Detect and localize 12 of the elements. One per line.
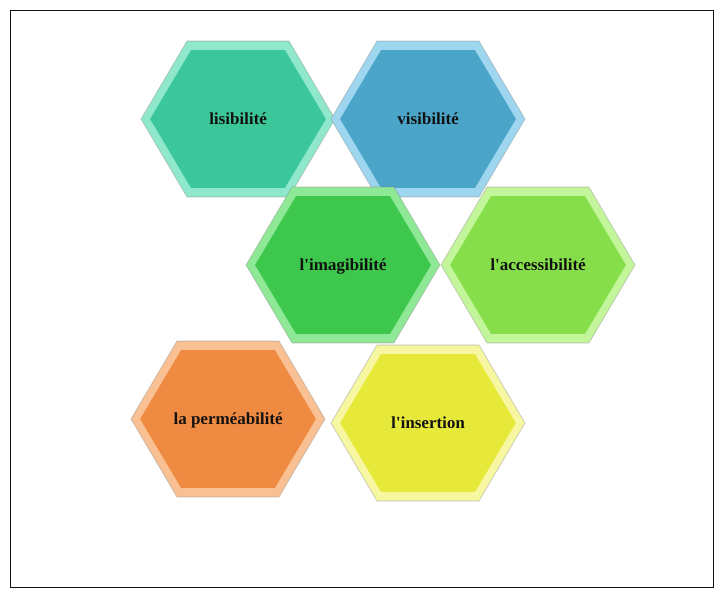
hexagon	[131, 341, 325, 497]
hexagon-label: l'accessibilité	[490, 255, 586, 275]
hexagon-label: l'imagibilité	[300, 255, 386, 275]
hexagon	[246, 187, 440, 343]
hexagon	[331, 41, 525, 197]
hexagon	[441, 187, 635, 343]
hexagon-label: lisibilité	[209, 109, 267, 129]
hexagon	[141, 41, 335, 197]
hexagon-label: la perméabilité	[173, 409, 283, 429]
hexagon-label: visibilité	[397, 109, 459, 129]
hexagon-label: l'insertion	[391, 413, 465, 433]
hexagon	[331, 345, 525, 501]
